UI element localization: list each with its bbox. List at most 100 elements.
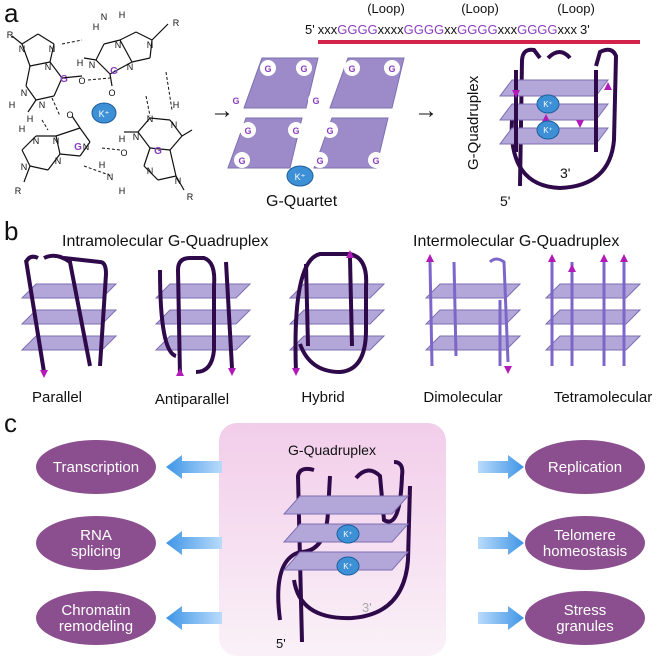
svg-text:H: H xyxy=(119,134,126,144)
svg-text:K⁺: K⁺ xyxy=(99,109,110,119)
svg-text:K⁺: K⁺ xyxy=(543,126,553,135)
g-quartet-schematic xyxy=(227,57,405,169)
svg-text:N: N xyxy=(53,136,60,146)
svg-text:K⁺: K⁺ xyxy=(343,562,353,571)
svg-text:G: G xyxy=(326,126,333,136)
svg-text:G: G xyxy=(110,66,118,77)
intramolecular-title: Intramolecular G-Quadruplex xyxy=(62,233,268,250)
svg-text:K⁺: K⁺ xyxy=(295,172,306,182)
svg-text:Dimolecular: Dimolecular xyxy=(423,389,502,406)
svg-text:G: G xyxy=(60,74,68,85)
svg-text:H: H xyxy=(19,124,26,134)
svg-text:N: N xyxy=(45,62,52,72)
svg-text:N: N xyxy=(107,172,114,182)
svg-text:G: G xyxy=(372,156,379,166)
intermolecular-title: Intermolecular G-Quadruplex xyxy=(413,233,619,250)
svg-text:O: O xyxy=(66,110,73,120)
arrow-left-0 xyxy=(166,455,222,479)
svg-text:Replication: Replication xyxy=(548,459,622,476)
svg-text:(Loop): (Loop) xyxy=(557,1,595,16)
svg-text:G: G xyxy=(244,126,251,136)
svg-text:splicing: splicing xyxy=(71,543,121,560)
svg-text:N: N xyxy=(115,40,122,50)
svg-text:N: N xyxy=(89,60,96,70)
svg-text:G: G xyxy=(312,96,319,106)
svg-text:G: G xyxy=(348,64,355,74)
svg-text:H: H xyxy=(77,58,84,68)
svg-text:Tetramolecular: Tetramolecular xyxy=(554,389,652,406)
svg-text:3': 3' xyxy=(362,600,372,615)
svg-text:G: G xyxy=(316,156,323,166)
svg-text:Transcription: Transcription xyxy=(53,459,139,476)
svg-text:R: R xyxy=(173,18,180,28)
svg-text:homeostasis: homeostasis xyxy=(543,543,627,560)
svg-text:N: N xyxy=(55,156,62,166)
svg-text:N: N xyxy=(101,12,108,22)
svg-text:G: G xyxy=(154,146,162,157)
svg-text:5': 5' xyxy=(276,636,286,651)
g-quartet-chemical-structure xyxy=(11,23,193,191)
g-quartet-guanine-labels: G G G G G G G G G G G G xyxy=(228,60,400,168)
svg-text:N: N xyxy=(127,62,134,72)
svg-text:Parallel: Parallel xyxy=(32,389,82,406)
center-title: G-Quadruplex xyxy=(288,442,376,458)
svg-text:Stress: Stress xyxy=(564,602,607,619)
svg-text:remodeling: remodeling xyxy=(59,618,133,635)
right-function-0: Replication xyxy=(525,440,645,494)
svg-text:O: O xyxy=(78,76,85,86)
svg-text:O: O xyxy=(108,88,115,98)
svg-text:G: G xyxy=(300,64,307,74)
svg-text:G: G xyxy=(388,64,395,74)
k-ion-quartet: K⁺ xyxy=(286,165,314,187)
k-ion-chem: K⁺ xyxy=(91,102,117,124)
svg-text:RNA: RNA xyxy=(80,527,112,544)
svg-text:R: R xyxy=(187,192,194,202)
svg-text:N: N xyxy=(21,88,28,98)
svg-text:G: G xyxy=(238,156,245,166)
svg-text:G: G xyxy=(264,64,271,74)
svg-text:H: H xyxy=(93,22,100,32)
arrow-right-0 xyxy=(478,455,524,479)
svg-text:Chromatin: Chromatin xyxy=(61,602,130,619)
g-quadruplex-structure-a: K⁺ K⁺ 5' 3' xyxy=(499,47,619,209)
svg-text:G: G xyxy=(74,142,82,153)
topology-labels: Parallel Antiparallel Hybrid Dimolecular… xyxy=(32,389,652,408)
svg-text:H: H xyxy=(9,100,16,110)
svg-text:Telomere: Telomere xyxy=(554,527,616,544)
svg-text:(Loop): (Loop) xyxy=(461,1,499,16)
arrow-left-1 xyxy=(166,531,222,555)
panel-label-a: a xyxy=(4,0,19,28)
function-network: TranscriptionRNAsplicingChromatinremodel… xyxy=(36,440,645,645)
svg-text:R: R xyxy=(15,186,22,196)
svg-text:H: H xyxy=(99,160,106,170)
svg-text:N: N xyxy=(147,40,154,50)
panel-label-c: c xyxy=(4,408,17,438)
svg-text:N: N xyxy=(49,44,56,54)
svg-text:3': 3' xyxy=(560,165,570,181)
svg-text:K⁺: K⁺ xyxy=(543,100,553,109)
svg-text:Hybrid: Hybrid xyxy=(301,389,344,406)
svg-text:H: H xyxy=(173,100,180,110)
svg-text:N: N xyxy=(175,176,182,186)
svg-text:N: N xyxy=(133,132,140,142)
loop-labels: (Loop) (Loop) (Loop) xyxy=(367,1,595,16)
svg-text:G: G xyxy=(292,126,299,136)
svg-text:N: N xyxy=(147,114,154,124)
svg-text:N: N xyxy=(39,100,46,110)
svg-text:N: N xyxy=(147,166,154,176)
svg-text:H: H xyxy=(119,10,126,20)
arrow-quartet-to-quadruplex: → xyxy=(414,97,438,124)
svg-text:O: O xyxy=(120,148,127,158)
svg-text:Antiparallel: Antiparallel xyxy=(155,391,229,408)
svg-text:H: H xyxy=(119,186,126,196)
svg-text:G: G xyxy=(232,96,239,106)
svg-text:5': 5' xyxy=(500,193,510,209)
quadruplex-topologies xyxy=(20,250,642,378)
svg-text:granules: granules xyxy=(556,618,614,635)
